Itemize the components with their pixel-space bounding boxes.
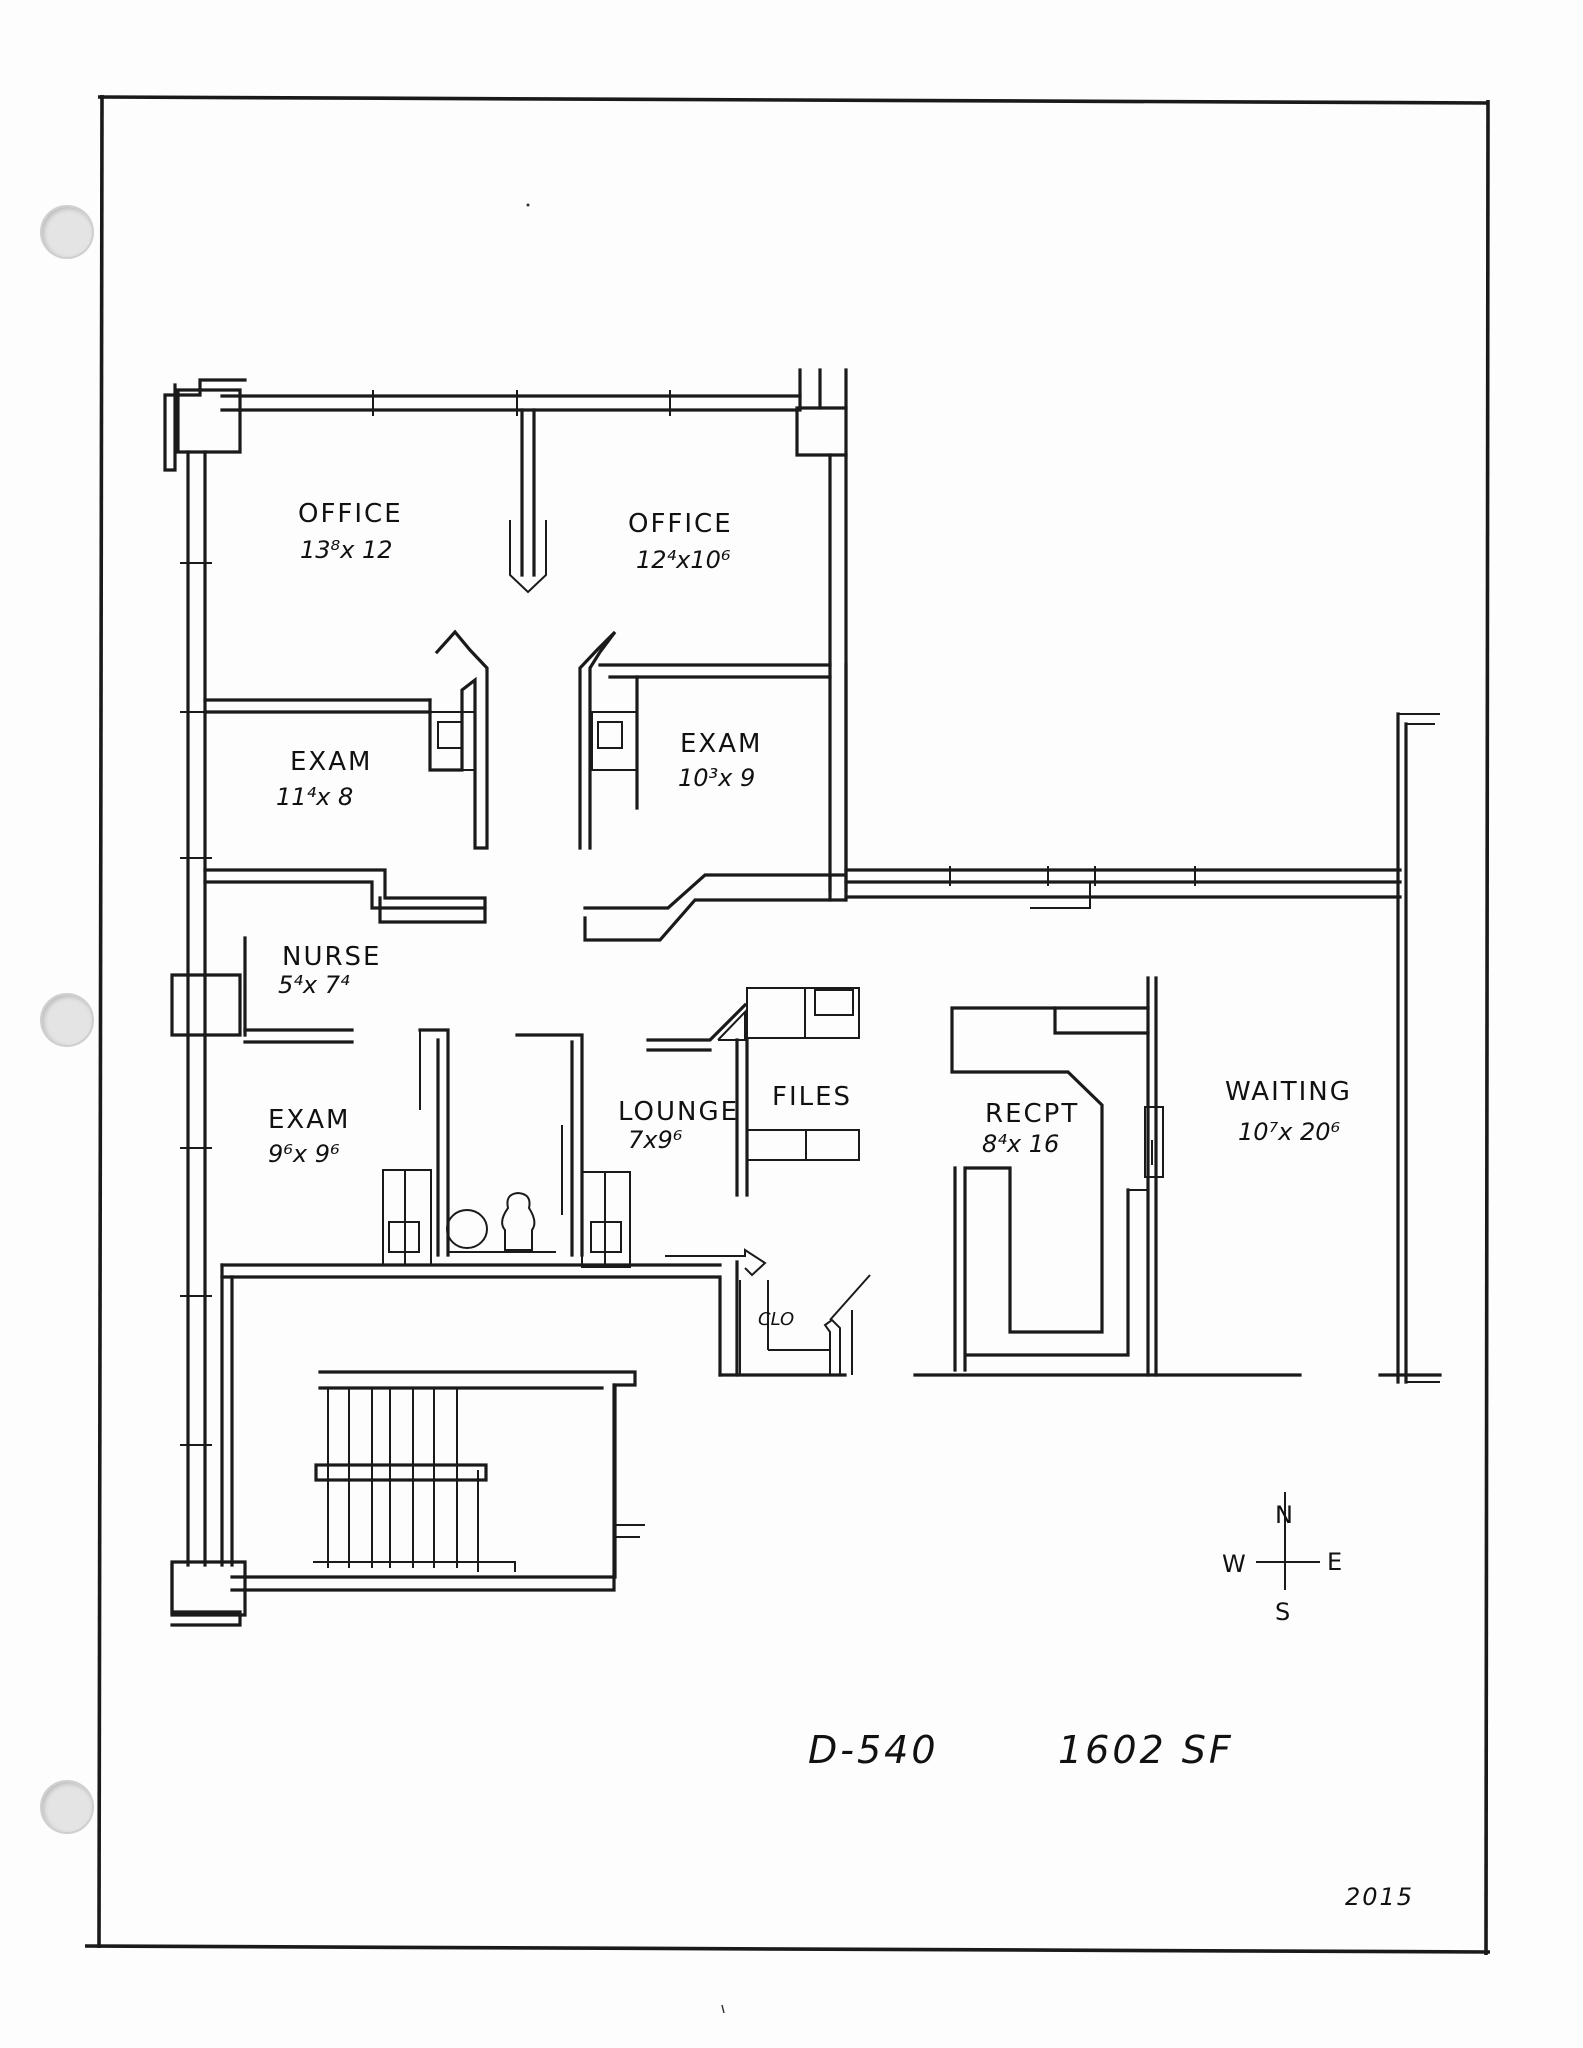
room-label-files: FILES bbox=[772, 1082, 852, 1112]
drawing-year: 2015 bbox=[1345, 1883, 1414, 1911]
room-label-office-nw: OFFICE bbox=[298, 499, 403, 529]
room-label-exam-2: EXAM bbox=[680, 729, 762, 759]
room-size-recpt: 8⁴x 16 bbox=[982, 1130, 1059, 1158]
binder-hole-top bbox=[40, 205, 94, 259]
room-size-exam-1: 11⁴x 8 bbox=[276, 783, 353, 811]
south-window-wall-east bbox=[844, 712, 1440, 1384]
reception-waiting-wall bbox=[1144, 976, 1164, 1377]
closet-walls bbox=[718, 1260, 871, 1377]
room-size-office-nw: 13⁸x 12 bbox=[300, 536, 393, 564]
stairwell bbox=[170, 1370, 645, 1627]
office-partition bbox=[509, 408, 547, 594]
exam-2-door bbox=[578, 630, 639, 850]
binder-hole-bottom bbox=[40, 1780, 94, 1834]
exam-north-walls bbox=[203, 663, 832, 714]
west-exterior-wall bbox=[170, 450, 247, 1617]
title-block: D-540 1602 SF 2015 bbox=[808, 1728, 1414, 1911]
compass-west: W bbox=[1222, 1550, 1246, 1578]
compass-east: E bbox=[1327, 1548, 1342, 1576]
reception-desk bbox=[950, 1006, 1150, 1372]
room-size-office-ne: 12⁴x10⁶ bbox=[636, 546, 731, 574]
compass-south: S bbox=[1275, 1598, 1290, 1626]
room-size-waiting: 10⁷x 20⁶ bbox=[1238, 1118, 1341, 1146]
corridor-north-walls bbox=[203, 663, 848, 942]
unit-id: D-540 bbox=[808, 1728, 939, 1772]
east-office-wall bbox=[828, 453, 848, 892]
room-labels: OFFICE 13⁸x 12 OFFICE 12⁴x10⁶ EXAM 11⁴x … bbox=[268, 499, 1352, 1330]
room-size-nurse: 5⁴x 7⁴ bbox=[278, 971, 350, 999]
compass-north: N bbox=[1275, 1501, 1293, 1529]
scan-marks bbox=[526, 203, 725, 2014]
room-label-closet: CLO bbox=[758, 1309, 794, 1330]
room-label-exam-3: EXAM bbox=[268, 1105, 350, 1135]
exam-1-door bbox=[428, 629, 489, 850]
room-label-lounge: LOUNGE bbox=[618, 1097, 739, 1127]
restroom-south-wall bbox=[220, 1248, 767, 1567]
north-exterior-wall bbox=[163, 368, 848, 472]
files-cabinets bbox=[646, 987, 860, 1197]
room-label-nurse: NURSE bbox=[282, 942, 381, 972]
room-label-exam-1: EXAM bbox=[290, 747, 372, 777]
restroom-walls bbox=[382, 1028, 631, 1268]
room-label-waiting: WAITING bbox=[1225, 1077, 1352, 1107]
room-label-recpt: RECPT bbox=[985, 1099, 1079, 1129]
room-size-lounge: 7x9⁶ bbox=[628, 1126, 683, 1154]
area-square-feet: 1602 SF bbox=[1058, 1728, 1234, 1772]
compass-rose: N S E W bbox=[1222, 1492, 1342, 1626]
binder-hole-middle bbox=[40, 993, 94, 1047]
room-size-exam-2: 10³x 9 bbox=[678, 764, 755, 792]
page-border bbox=[84, 94, 1491, 1956]
room-size-exam-3: 9⁶x 9⁶ bbox=[268, 1140, 340, 1168]
room-label-office-ne: OFFICE bbox=[628, 509, 733, 539]
nurse-room-walls bbox=[243, 936, 354, 1044]
